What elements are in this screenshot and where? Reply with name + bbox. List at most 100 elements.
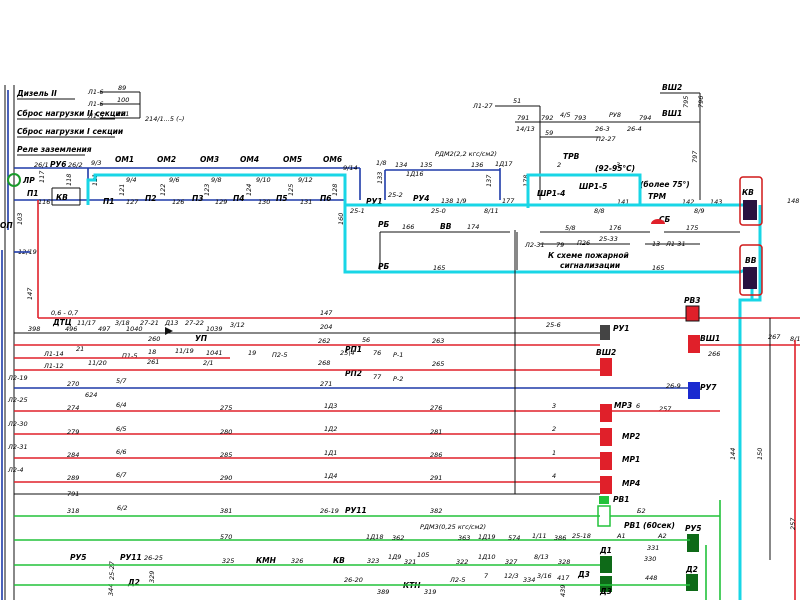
wire-p2-27: П2-27 xyxy=(596,135,617,143)
wire-l1-27: Л1-27 xyxy=(472,102,494,110)
trv-label: ТРВ xyxy=(563,152,580,161)
wire-344: 344 xyxy=(107,584,115,596)
p1-label-left: П1 xyxy=(27,189,39,198)
wire-165b: 165 xyxy=(652,264,664,272)
wire-382: 382 xyxy=(430,507,442,515)
a1-label: А1 xyxy=(616,532,626,540)
wire-2: 2 xyxy=(557,161,561,169)
p5-label: П5 xyxy=(276,194,288,203)
wire-174: 174 xyxy=(467,223,479,231)
wire-177: 177 xyxy=(502,197,515,205)
wire-103: 103 xyxy=(16,213,24,225)
wire-p2-5: П2-5 xyxy=(272,351,288,359)
wire-1d16: 1Д16 xyxy=(406,170,424,178)
wire-2-1: 2/1 xyxy=(203,359,213,367)
wire-122: 122 xyxy=(159,184,167,196)
wire-79: 79 xyxy=(556,241,564,249)
wire-496: 496 xyxy=(65,325,77,333)
kv-green-label: КВ xyxy=(333,556,345,565)
om-relay-row: ЛР П1 26/1 РУ6 26/2 КВ 116 117 118 ОП 10… xyxy=(0,155,360,256)
wire-3-12: 3/12 xyxy=(230,321,245,329)
wire-291: 291 xyxy=(430,474,442,482)
trm-label: ТРМ xyxy=(648,192,667,201)
num-1: 1 xyxy=(552,449,556,457)
b2-label: Б2 xyxy=(637,507,646,515)
wire-329: 329 xyxy=(148,571,156,583)
wire-136: 136 xyxy=(471,161,483,169)
wire-1-8: 1/8 xyxy=(376,159,386,167)
rp2-label: РП2 xyxy=(345,369,362,378)
dtts-label: ДТЦ xyxy=(52,318,72,327)
wire-133: 133 xyxy=(376,172,384,184)
wire-1d17: 1Д17 xyxy=(495,160,513,168)
load-drop-2-label: Сброс нагрузки II секции xyxy=(17,109,127,118)
d1-label: Д1 xyxy=(599,546,612,555)
d2-right-label: Д2 xyxy=(685,565,698,574)
wire-26-3: 26-3 xyxy=(595,125,610,133)
kv-box-label: КВ xyxy=(742,188,754,197)
wire-l1-6: Л1-6 xyxy=(87,88,104,96)
wire-319: 319 xyxy=(424,588,436,596)
wire-3: 3 xyxy=(616,161,620,169)
ru11-label: РУ11 xyxy=(345,506,367,515)
wire-290: 290 xyxy=(220,474,232,482)
wire-143: 143 xyxy=(710,198,722,206)
ru5-right-label: РУ5 xyxy=(685,524,702,533)
fire-note-1: К схеме пожарной xyxy=(548,251,630,260)
wire-624: 624 xyxy=(85,391,97,399)
up-label: УП xyxy=(195,334,208,343)
wire-330: 330 xyxy=(644,555,656,563)
wire-796: 796 xyxy=(697,96,705,108)
wire-127: 127 xyxy=(126,198,139,206)
wire-121: 121 xyxy=(118,184,126,196)
vv-box-label: ВВ xyxy=(745,256,757,265)
wire-325: 325 xyxy=(222,557,234,565)
ru5-left-label: РУ5 xyxy=(70,553,87,562)
wire-281: 281 xyxy=(430,428,442,436)
wire-4-5: 4/5 xyxy=(560,111,570,119)
wire-326: 326 xyxy=(291,557,303,565)
wire-275: 275 xyxy=(220,404,232,412)
d3b-label: Д3 xyxy=(599,587,612,596)
wire-8-1: 8/1 xyxy=(790,335,800,343)
wire-3-16: 3/16 xyxy=(537,572,552,580)
wire-284: 284 xyxy=(67,451,79,459)
wire-328: 328 xyxy=(558,558,570,566)
wire-26-1: 26/1 xyxy=(34,161,49,169)
wire-791-green: 791 xyxy=(67,490,79,498)
num-3: 3 xyxy=(552,402,556,410)
wire-271: 271 xyxy=(320,380,332,388)
wire-574: 574 xyxy=(508,534,520,542)
wire-26-20: 26-20 xyxy=(344,576,363,584)
wire-ru8: РУ8 xyxy=(609,111,621,119)
wire-363: 363 xyxy=(458,534,470,542)
wire-5: 5 xyxy=(362,336,366,344)
wire-570: 570 xyxy=(220,533,232,541)
wire-11-20: 11/20 xyxy=(88,359,107,367)
wire-l2-19: Л2-19 xyxy=(7,374,28,382)
wire-1d3: 1Д3 xyxy=(324,402,337,410)
wire-448: 448 xyxy=(645,574,657,582)
wire-25-2: 25-2 xyxy=(388,191,403,199)
d3-label: Д3 xyxy=(577,570,590,579)
wire-5-7: 5/7 xyxy=(116,377,127,385)
wire-439: 439 xyxy=(559,585,567,597)
wire-362: 362 xyxy=(392,534,404,542)
wire-0607: 0,6 - 0,7 xyxy=(51,309,79,317)
om5-label: ОМ5 xyxy=(283,155,302,164)
wire-135: 135 xyxy=(420,161,432,169)
wire-9-3: 9/3 xyxy=(91,159,101,167)
wire-279: 279 xyxy=(67,428,79,436)
mr4-label: МР4 xyxy=(622,479,640,488)
vsh1-red-label: ВШ1 xyxy=(700,334,720,343)
vsh1-label: ВШ1 xyxy=(662,109,682,118)
highlight-boxes: КВ xyxy=(739,176,763,296)
wire-276: 276 xyxy=(430,404,442,412)
header-notes: Дизель II Сброс нагрузки II секции Сброс… xyxy=(16,89,127,156)
wire-201: 201 xyxy=(117,110,129,118)
wire-123: 123 xyxy=(203,184,211,196)
wire-21: 21 xyxy=(76,345,84,353)
wire-6-2: 6/2 xyxy=(117,504,127,512)
wire-497: 497 xyxy=(98,325,111,333)
wire-9-8: 9/8 xyxy=(211,176,221,184)
